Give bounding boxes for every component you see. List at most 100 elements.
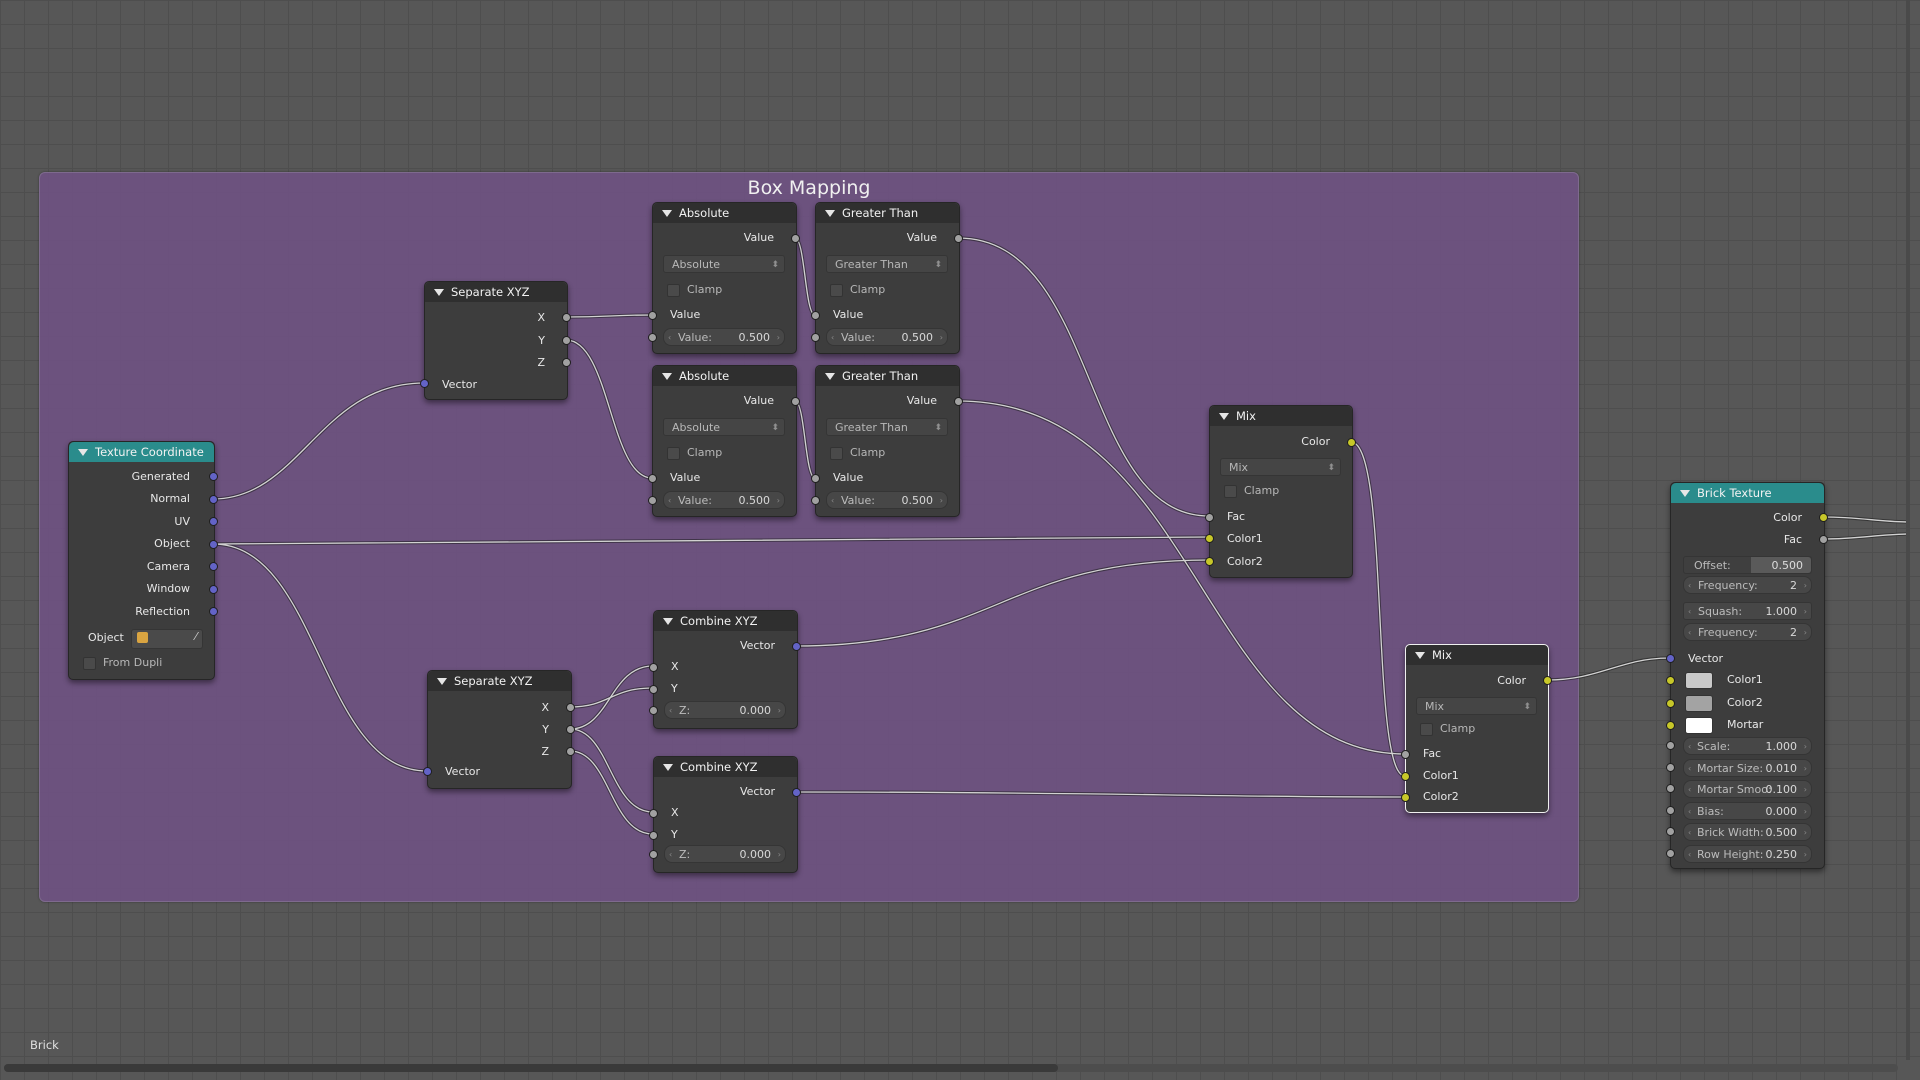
increment-arrow-icon[interactable]: › xyxy=(939,333,943,342)
socket-mortar-in[interactable] xyxy=(1666,721,1675,730)
decrement-arrow-icon[interactable]: ‹ xyxy=(1688,785,1692,795)
socket-value-in-1[interactable] xyxy=(648,474,657,483)
brick-param-field[interactable]: ‹Row Height:0.250› xyxy=(1683,845,1812,863)
socket-value-in-1[interactable] xyxy=(648,311,657,320)
operation-dropdown[interactable]: Absolute⬍ xyxy=(663,255,785,273)
socket-vector-in[interactable] xyxy=(420,379,429,388)
decrement-arrow-icon[interactable]: ‹ xyxy=(1688,806,1692,816)
color1-swatch[interactable] xyxy=(1685,672,1713,689)
vertical-scrollbar[interactable] xyxy=(1906,0,1910,1060)
decrement-arrow-icon[interactable]: ‹ xyxy=(669,706,673,715)
decrement-arrow-icon[interactable]: ‹ xyxy=(669,850,673,859)
socket-color1-in[interactable] xyxy=(1401,772,1410,781)
increment-arrow-icon[interactable]: › xyxy=(1803,828,1807,838)
node-greater-than-2[interactable]: Greater Than Value Greater Than⬍ Clamp V… xyxy=(811,365,963,517)
socket-y-in[interactable] xyxy=(649,831,658,840)
increment-arrow-icon[interactable]: › xyxy=(1803,785,1807,795)
value-field[interactable]: ‹Value:0.500› xyxy=(663,328,785,346)
collapse-triangle-icon[interactable] xyxy=(662,210,672,217)
socket-color-out[interactable] xyxy=(1347,438,1356,447)
socket-color2-in[interactable] xyxy=(1205,557,1214,566)
node-absolute-1[interactable]: Absolute Value Absolute⬍ Clamp Value ‹Va… xyxy=(648,202,800,354)
brick-param-field[interactable]: ‹Mortar Size:0.010› xyxy=(1683,758,1812,777)
clamp-checkbox[interactable]: Clamp xyxy=(667,445,722,461)
socket-camera[interactable] xyxy=(209,562,218,571)
brick-param-field[interactable]: ‹Scale:1.000› xyxy=(1683,737,1812,755)
increment-arrow-icon[interactable]: › xyxy=(1803,581,1807,590)
collapse-triangle-icon[interactable] xyxy=(78,449,88,456)
socket-x-in[interactable] xyxy=(649,663,658,672)
node-header[interactable]: Separate XYZ xyxy=(425,282,567,302)
decrement-arrow-icon[interactable]: ‹ xyxy=(1688,581,1692,590)
increment-arrow-icon[interactable]: › xyxy=(777,850,781,859)
socket-x[interactable] xyxy=(562,313,571,322)
node-combine-xyz-1[interactable]: Combine XYZ Vector X Y ‹Z:0.000› xyxy=(649,610,801,729)
socket-color-out[interactable] xyxy=(1543,676,1552,685)
socket-fac-in[interactable] xyxy=(1205,513,1214,522)
socket-field-in[interactable] xyxy=(1666,762,1675,772)
socket-x[interactable] xyxy=(566,703,575,712)
node-mix-1[interactable]: Mix Color Mix⬍ Clamp Fac Color1 Color2 xyxy=(1205,405,1356,578)
socket-color2-in[interactable] xyxy=(1401,793,1410,802)
color2-swatch[interactable] xyxy=(1685,695,1713,712)
node-brick-texture[interactable]: Brick Texture Color Fac Offset:0.500 ‹Fr… xyxy=(1666,482,1828,869)
socket-z-in[interactable] xyxy=(649,706,658,715)
socket-value-out[interactable] xyxy=(954,234,963,243)
blend-mode-dropdown[interactable]: Mix⬍ xyxy=(1220,458,1341,476)
increment-arrow-icon[interactable]: › xyxy=(1803,628,1807,637)
socket-value-in-2[interactable] xyxy=(811,496,820,505)
collapse-triangle-icon[interactable] xyxy=(1219,413,1229,420)
socket-value-out[interactable] xyxy=(791,397,800,406)
z-value-field[interactable]: ‹Z:0.000› xyxy=(664,845,786,863)
socket-value-in-2[interactable] xyxy=(648,333,657,342)
node-greater-than-1[interactable]: Greater Than Value Greater Than⬍ Clamp V… xyxy=(811,202,963,354)
socket-vector-out[interactable] xyxy=(792,642,801,651)
blend-mode-dropdown[interactable]: Mix⬍ xyxy=(1416,697,1537,715)
socket-color1-in[interactable] xyxy=(1666,676,1675,685)
socket-value-out[interactable] xyxy=(954,397,963,406)
decrement-arrow-icon[interactable]: ‹ xyxy=(1688,850,1692,859)
socket-value-in-2[interactable] xyxy=(811,333,820,342)
socket-window[interactable] xyxy=(209,585,218,594)
decrement-arrow-icon[interactable]: ‹ xyxy=(1688,763,1692,773)
socket-fac-in[interactable] xyxy=(1401,750,1410,759)
increment-arrow-icon[interactable]: › xyxy=(939,496,943,505)
node-mix-2[interactable]: Mix Color Mix⬍ Clamp Fac Color1 Color2 xyxy=(1401,644,1552,813)
socket-z[interactable] xyxy=(566,747,575,756)
socket-y-in[interactable] xyxy=(649,685,658,694)
node-combine-xyz-2[interactable]: Combine XYZ Vector X Y ‹Z:0.000› xyxy=(649,756,801,873)
z-value-field[interactable]: ‹Z:0.000› xyxy=(664,701,786,719)
clamp-checkbox[interactable]: Clamp xyxy=(667,282,722,298)
offset-field[interactable]: Offset:0.500 xyxy=(1683,556,1812,574)
socket-vector-out[interactable] xyxy=(792,788,801,797)
operation-dropdown[interactable]: Greater Than⬍ xyxy=(826,418,948,436)
node-header[interactable]: Greater Than xyxy=(816,203,959,223)
socket-value-in-2[interactable] xyxy=(648,496,657,505)
socket-x-in[interactable] xyxy=(649,809,658,818)
socket-vector-in[interactable] xyxy=(1666,654,1675,663)
decrement-arrow-icon[interactable]: ‹ xyxy=(1688,742,1692,751)
increment-arrow-icon[interactable]: › xyxy=(1803,806,1807,816)
collapse-triangle-icon[interactable] xyxy=(825,373,835,380)
node-header[interactable]: Mix xyxy=(1406,645,1548,665)
node-texture-coordinate[interactable]: Texture Coordinate Generated Normal UV O… xyxy=(68,441,218,680)
decrement-arrow-icon[interactable]: ‹ xyxy=(831,496,835,505)
clamp-checkbox[interactable]: Clamp xyxy=(1224,483,1279,499)
socket-z[interactable] xyxy=(562,358,571,367)
value-field[interactable]: ‹Value:0.500› xyxy=(663,491,785,509)
socket-field-in[interactable] xyxy=(1666,741,1675,750)
collapse-triangle-icon[interactable] xyxy=(1680,490,1690,497)
socket-field-in[interactable] xyxy=(1666,805,1675,815)
node-header[interactable]: Texture Coordinate xyxy=(69,442,214,462)
collapse-triangle-icon[interactable] xyxy=(1415,652,1425,659)
collapse-triangle-icon[interactable] xyxy=(662,373,672,380)
scrollbar-thumb[interactable] xyxy=(4,1064,1058,1072)
node-separate-xyz-1[interactable]: Separate XYZ X Y Z Vector xyxy=(420,281,571,400)
squash-field[interactable]: ‹Squash:1.000› xyxy=(1683,602,1812,620)
decrement-arrow-icon[interactable]: ‹ xyxy=(1688,628,1692,637)
node-absolute-2[interactable]: Absolute Value Absolute⬍ Clamp Value ‹Va… xyxy=(648,365,800,517)
increment-arrow-icon[interactable]: › xyxy=(1803,763,1807,773)
brick-param-field[interactable]: ‹Mortar Smoo:0.100› xyxy=(1683,780,1812,799)
socket-color2-in[interactable] xyxy=(1666,699,1675,708)
